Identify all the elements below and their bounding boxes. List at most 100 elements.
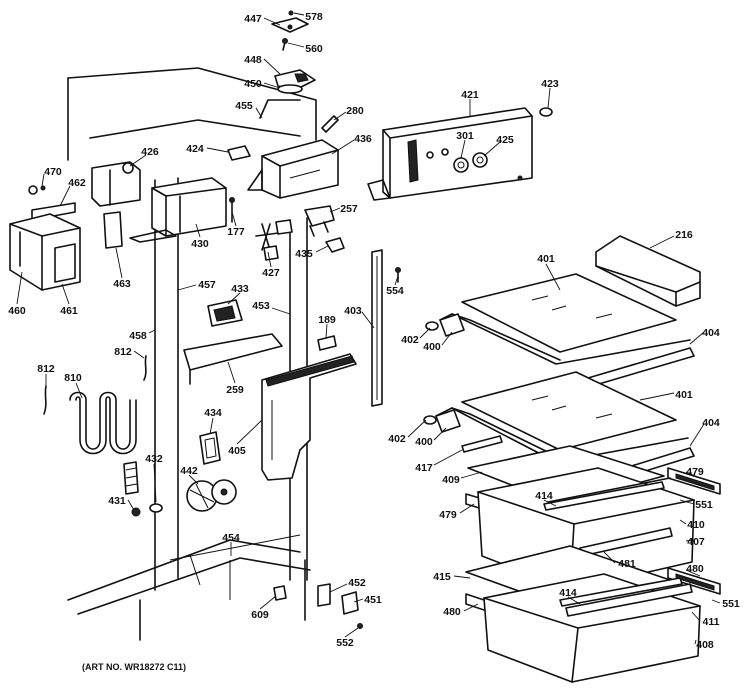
callout-457: 457 — [198, 279, 216, 291]
switch-424 — [227, 145, 251, 161]
callout-403: 403 — [344, 305, 362, 317]
callout-458: 458 — [129, 330, 147, 342]
callout-400: 400 — [415, 436, 433, 448]
callout-257: 257 — [340, 203, 358, 215]
bracket-402-mid — [423, 415, 437, 425]
callout-812: 812 — [37, 363, 55, 375]
trim-414-upper — [543, 481, 665, 511]
callout-810: 810 — [64, 372, 82, 384]
callout-460: 460 — [8, 305, 26, 317]
callout-462: 462 — [68, 177, 86, 189]
callout-479: 479 — [686, 466, 704, 478]
module-433 — [207, 299, 243, 327]
callout-448: 448 — [244, 54, 262, 66]
callout-470: 470 — [44, 166, 62, 178]
callout-402: 402 — [388, 433, 406, 445]
channel-403 — [371, 249, 383, 407]
heater-810 — [69, 391, 137, 455]
callout-455: 455 — [235, 100, 253, 112]
callout-463: 463 — [113, 278, 131, 290]
leader-lines — [16, 12, 721, 645]
bezel-434 — [199, 431, 221, 465]
wiring-455 — [259, 99, 301, 119]
callout-434: 434 — [204, 407, 222, 419]
clip-463 — [103, 211, 123, 249]
callout-479: 479 — [439, 509, 457, 521]
callout-480: 480 — [443, 606, 461, 618]
dairy-door-216 — [595, 235, 701, 307]
callout-442: 442 — [180, 465, 198, 477]
bushing-432b — [149, 503, 163, 513]
callout-280: 280 — [346, 105, 364, 117]
callout-433: 433 — [231, 283, 249, 295]
callout-405: 405 — [228, 445, 246, 457]
trim-414-lower — [559, 577, 683, 607]
art-number-label: (ART NO. WR18272 C11) — [82, 662, 186, 672]
callout-410: 410 — [687, 519, 705, 531]
callout-432: 432 — [145, 453, 163, 465]
clip-189 — [317, 335, 337, 351]
callout-431: 431 — [108, 495, 126, 507]
callout-414: 414 — [559, 587, 577, 599]
callout-453: 453 — [252, 300, 270, 312]
callout-259: 259 — [226, 384, 244, 396]
harness-427 — [255, 219, 293, 261]
callout-409: 409 — [442, 474, 460, 486]
callout-414: 414 — [535, 490, 553, 502]
callout-447: 447 — [244, 13, 262, 25]
control-housing-436 — [247, 139, 339, 199]
screw-560 — [282, 38, 288, 51]
callout-404: 404 — [702, 417, 720, 429]
callout-401: 401 — [537, 253, 555, 265]
callout-552: 552 — [336, 637, 354, 649]
callout-551: 551 — [722, 598, 740, 610]
callout-461: 461 — [60, 305, 78, 317]
duct-430 — [129, 177, 227, 243]
callout-454: 454 — [222, 532, 240, 544]
callout-427: 427 — [262, 267, 280, 279]
top-cover-447 — [271, 10, 309, 33]
callout-401: 401 — [675, 389, 693, 401]
callout-425: 425 — [496, 134, 514, 146]
callout-426: 426 — [141, 146, 159, 158]
shelf-frame-400-top — [439, 313, 691, 365]
callout-480: 480 — [686, 563, 704, 575]
callout-430: 430 — [191, 238, 209, 250]
callout-450: 450 — [244, 78, 262, 90]
callout-421: 421 — [461, 89, 479, 101]
callout-551: 551 — [695, 499, 713, 511]
callout-408: 408 — [696, 639, 714, 651]
callout-177: 177 — [227, 226, 245, 238]
callout-560: 560 — [305, 43, 323, 55]
fan-442 — [186, 479, 237, 512]
callout-609: 609 — [251, 609, 269, 621]
callout-554: 554 — [386, 285, 404, 297]
callout-400: 400 — [423, 341, 441, 353]
callout-481: 481 — [618, 558, 636, 570]
callout-452: 452 — [348, 577, 366, 589]
bracket-452-451 — [317, 583, 359, 615]
callout-216: 216 — [675, 229, 693, 241]
damper-432 — [123, 461, 139, 495]
callout-189: 189 — [318, 314, 336, 326]
callout-436: 436 — [354, 133, 372, 145]
knob-301 — [453, 157, 469, 173]
callout-411: 411 — [703, 616, 720, 628]
shelf-frame-400-mid — [435, 407, 689, 463]
callout-417: 417 — [415, 462, 433, 474]
bracket-402-top — [425, 321, 439, 331]
clip-435 — [325, 237, 345, 253]
callout-451: 451 — [364, 594, 382, 606]
wire-812-a — [43, 385, 47, 415]
callout-402: 402 — [401, 334, 419, 346]
thermostat-426 — [91, 161, 141, 207]
thermostat-housing-460-461 — [9, 213, 81, 291]
screw-552 — [357, 623, 363, 629]
callout-424: 424 — [186, 143, 204, 155]
shelf-glass-401-top — [461, 273, 677, 353]
panel-405 — [261, 353, 357, 481]
screw-470 — [28, 185, 46, 195]
